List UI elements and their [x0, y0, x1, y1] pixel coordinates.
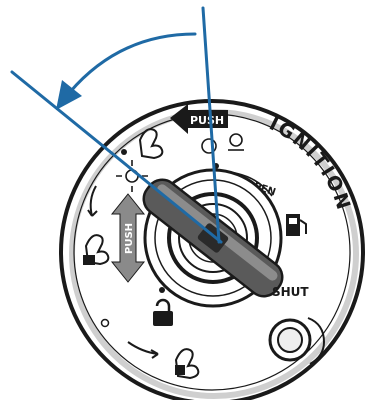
push-top-label: PUSH [190, 114, 224, 127]
push-side-label: PUSH [124, 223, 135, 254]
shut-label: SHUT [272, 285, 309, 299]
rotation-arc [70, 34, 195, 92]
